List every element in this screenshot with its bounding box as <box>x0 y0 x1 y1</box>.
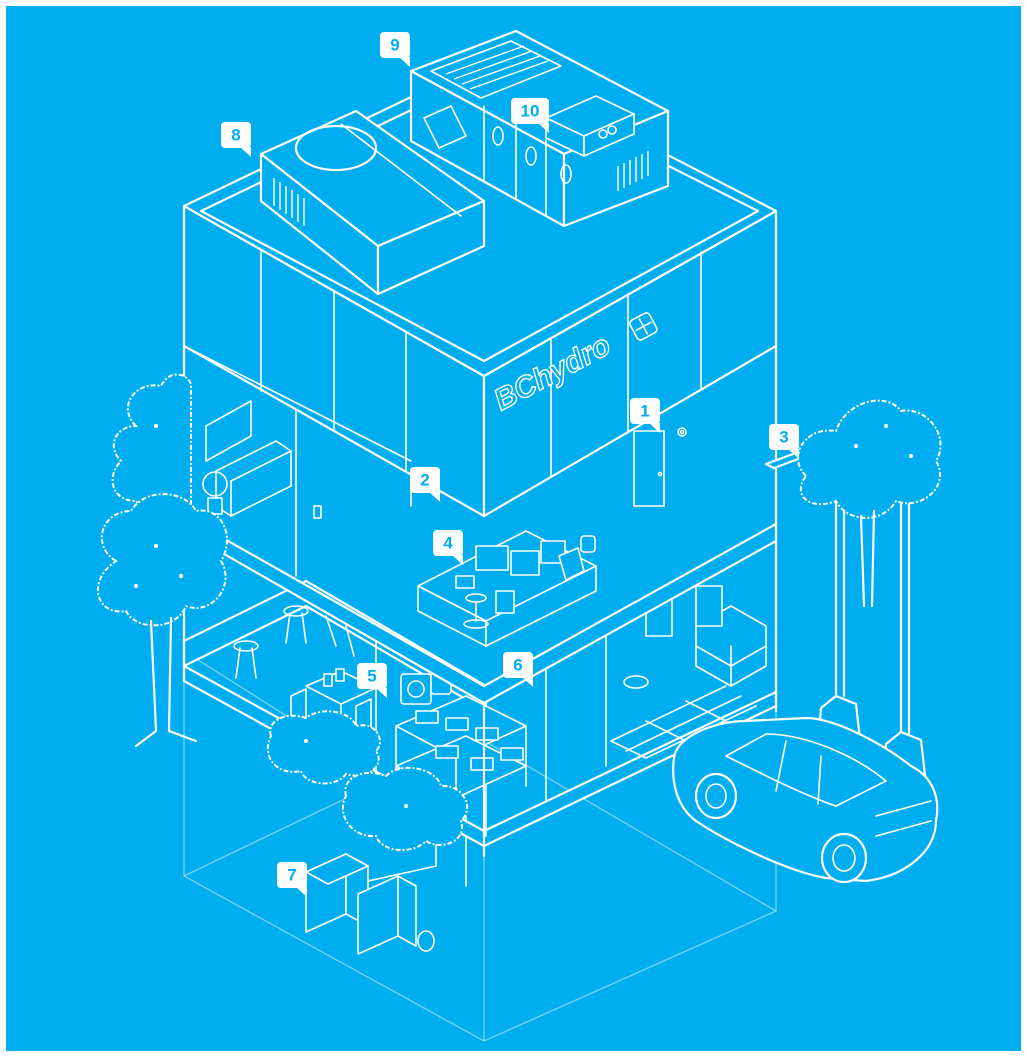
trees <box>97 373 942 852</box>
callout-10: 10 <box>511 98 549 133</box>
callout-4-label: 4 <box>443 534 453 553</box>
callout-4: 4 <box>433 530 463 565</box>
callout-7: 7 <box>277 862 307 897</box>
callout-1-label: 1 <box>640 402 649 421</box>
callout-9: 9 <box>380 32 410 67</box>
callout-2: 2 <box>410 467 440 502</box>
callout-3: 3 <box>769 424 799 459</box>
callout-6: 6 <box>503 652 533 687</box>
illustration-frame: BChydro <box>6 6 1021 1051</box>
rooftop-unit-10 <box>545 95 635 157</box>
callout-6-label: 6 <box>513 656 522 675</box>
callout-5: 5 <box>357 663 387 698</box>
building-illustration: BChydro <box>97 29 942 1042</box>
office-workstations <box>417 530 597 647</box>
basement-equipment <box>305 815 467 955</box>
callout-2-label: 2 <box>420 471 429 490</box>
callout-1: 1 <box>630 398 660 433</box>
callout-7-label: 7 <box>287 866 296 885</box>
callout-10-label: 10 <box>521 102 540 121</box>
callout-5-label: 5 <box>367 667 376 686</box>
callout-9-label: 9 <box>390 36 399 55</box>
second-floor <box>182 400 778 838</box>
callout-3-label: 3 <box>779 428 788 447</box>
bchydro-logo-icon <box>629 312 658 341</box>
rooftop-unit-8 <box>259 109 486 296</box>
callout-8: 8 <box>221 122 251 157</box>
callout-8-label: 8 <box>231 126 240 145</box>
electric-car <box>672 716 939 884</box>
